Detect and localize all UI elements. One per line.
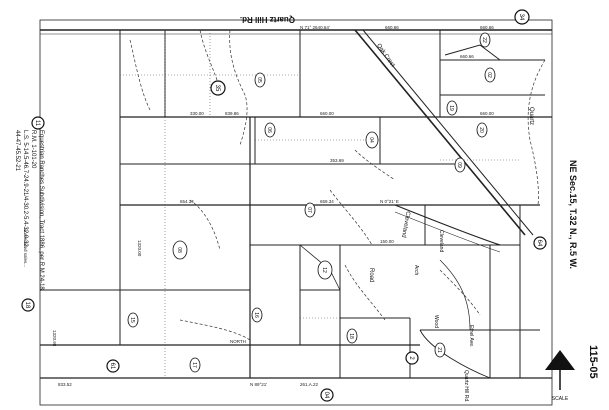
legend-line4: 44-47-45.52-21 xyxy=(14,130,20,172)
legend-line3: L.S. 5-14.5-46.7-24.9-21/4-30.2-5.4-32.0… xyxy=(22,130,28,249)
dim-label: 353.69 xyxy=(330,158,344,163)
road-rock: Road xyxy=(368,268,374,282)
book-circles xyxy=(21,9,547,402)
road-oak-crest: Oak Crest xyxy=(375,43,396,69)
scale-label: SCALE xyxy=(552,396,569,402)
dim-label: 660.00 xyxy=(480,111,494,116)
parcel-label: 19 xyxy=(448,105,454,111)
parcel-label: 16 xyxy=(253,312,259,318)
parcel-label: 20 xyxy=(478,127,484,133)
parcel-label: 09 xyxy=(456,162,462,168)
book-circle xyxy=(210,80,226,96)
parcel-label: 17 xyxy=(191,362,197,368)
book-circle xyxy=(106,359,120,373)
road-cleveland-2: Cleveland xyxy=(438,230,444,252)
section-title: NE Sec.15, T.32 N., R.5 W. xyxy=(568,160,578,269)
road-quartz-hill: Quartz Hill Rd. xyxy=(240,15,295,24)
parcel-label: 05 xyxy=(256,77,262,83)
parcel-label: 18 xyxy=(348,333,354,339)
book-circle xyxy=(21,298,35,312)
book-label: 11 xyxy=(34,120,40,127)
book-label: 18 xyxy=(24,302,30,309)
dim-label: N 89°21' xyxy=(250,382,267,387)
dim-label: 839.86 xyxy=(225,111,239,116)
book-label: 2 xyxy=(408,356,414,360)
parcel-label: 06 xyxy=(266,127,272,133)
legend-line1: Equestrian Ranches Subdivision, Tract 18… xyxy=(38,130,44,292)
dim-label: 1320.00 xyxy=(137,240,142,257)
subdivision-dotted xyxy=(120,30,520,378)
dim-label: 660.00 xyxy=(320,111,334,116)
book-circle xyxy=(514,9,530,25)
dim-label: 660.66 xyxy=(385,25,399,30)
dim-label: 660.66 xyxy=(460,54,474,59)
dim-label: N 71° 2640.64' xyxy=(300,25,330,30)
dim-label: 1320.98 xyxy=(52,330,57,347)
dim-label: N 0°21' E xyxy=(380,199,399,204)
road-quartz: Quartz xyxy=(528,107,534,125)
book-label: 35 xyxy=(214,85,220,92)
book-label: 61 xyxy=(109,363,115,370)
road-cleveland: Cleveland xyxy=(400,211,411,238)
book-circle xyxy=(405,351,419,365)
road-arch: Arch xyxy=(413,265,419,276)
legend-block: Equestrian Ranches Subdivision, Tract 18… xyxy=(14,130,44,292)
road-ethel: Ethel Ave. xyxy=(468,325,474,347)
dim-label: 150.00 xyxy=(380,239,394,244)
dimension-labels: N 71° 2640.64' 660.66 660.66 660.00 330.… xyxy=(52,25,494,387)
parcel-labels: 08 12 04 07 09 21 06 02 05 15 16 17 18 1… xyxy=(129,37,492,368)
dim-label: 330.00 xyxy=(190,111,204,116)
dim-label: 660.66 xyxy=(480,25,494,30)
parcel-label: 07 xyxy=(306,207,312,213)
parcel-label: 12 xyxy=(321,267,327,273)
parcel-label: 21 xyxy=(436,347,442,353)
book-circle xyxy=(533,236,547,250)
road-wood: Wood xyxy=(433,315,439,328)
parcel-label: 08 xyxy=(176,247,182,253)
parcel-lines xyxy=(39,19,553,406)
book-label: 04 xyxy=(323,392,329,399)
book-circle-labels: 35 34 11 18 61 2 04 64 xyxy=(24,14,542,399)
dim-label: 833.52 xyxy=(58,382,72,387)
book-circle xyxy=(31,116,45,130)
dim-label: NORTH xyxy=(230,339,246,344)
book-label: 64 xyxy=(536,240,542,247)
road-quartz-hill-south: Quartz Hill Rd. xyxy=(463,370,469,403)
legend-note: Unrecorded sales... xyxy=(23,228,28,267)
parcel-ovals xyxy=(127,32,496,373)
book-circle xyxy=(320,388,334,402)
dim-label: 261.A.22 xyxy=(300,382,319,387)
page-number: 115-05 xyxy=(587,345,599,379)
parcel-label: 15 xyxy=(129,317,135,323)
parcel-label: 04 xyxy=(368,137,374,143)
north-arrow: SCALE xyxy=(545,350,575,402)
book-label: 34 xyxy=(518,14,524,21)
parcel-label: 22 xyxy=(481,37,487,43)
parcel-label: 02 xyxy=(486,72,492,78)
legend-line2: R.M. 1-101-20 xyxy=(30,130,36,169)
dim-label: 659.34 xyxy=(320,199,334,204)
dim-label: 654.34 xyxy=(180,199,194,204)
